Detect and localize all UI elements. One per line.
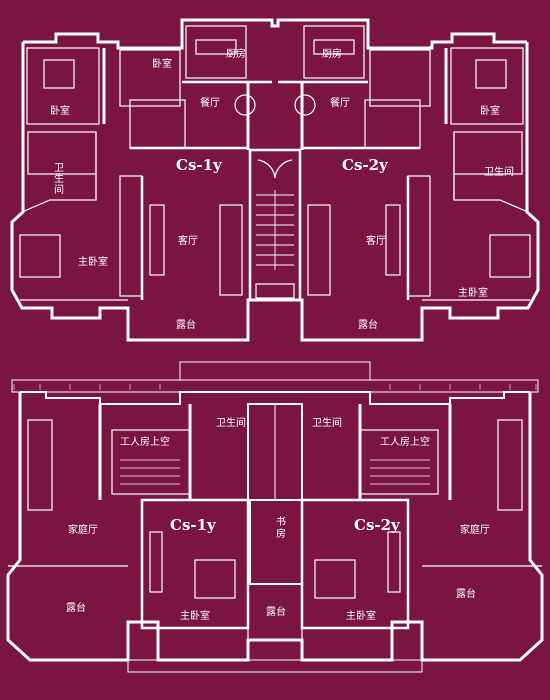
room-master-lower-right: 主卧室 [346, 611, 376, 622]
room-living-upper-right: 客厅 [366, 236, 386, 247]
room-family-lower-left: 家庭厅 [68, 525, 98, 536]
room-master-upper-left: 主卧室 [78, 257, 108, 268]
room-kitchen-upper-left: 厨房 [226, 49, 246, 60]
room-void-lower-left: 工人房上空 [120, 437, 170, 448]
room-master-lower-left: 主卧室 [180, 611, 210, 622]
room-terrace-lower-right: 露台 [456, 589, 476, 600]
room-terrace-lower-center: 露台 [266, 607, 286, 618]
room-family-lower-right: 家庭厅 [460, 525, 490, 536]
room-bedroom-upper-left: 卧室 [50, 106, 70, 117]
room-bathroom-lower-right: 卫生间 [312, 418, 342, 429]
room-terrace-upper-right: 露台 [358, 320, 378, 331]
room-bathroom-lower-left: 卫生间 [216, 418, 246, 429]
room-master-upper-right: 主卧室 [458, 288, 488, 299]
upper-unit-label-right: Cs-2y [342, 156, 388, 174]
lower-unit-label-right: Cs-2y [354, 516, 400, 534]
room-dining-upper-left: 餐厅 [200, 98, 220, 109]
room-bedroom-upper-right: 卧室 [480, 106, 500, 117]
room-bathroom-upper-right: 卫生间 [484, 167, 514, 178]
room-dining-upper-right: 餐厅 [330, 98, 350, 109]
room-terrace-upper-left: 露台 [176, 320, 196, 331]
room-void-lower-right: 工人房上空 [380, 437, 430, 448]
upper-unit-label-left: Cs-1y [176, 156, 222, 174]
lower-unit-label-left: Cs-1y [170, 516, 216, 534]
upper-floor-walls [10, 18, 540, 342]
lower-floor-walls [6, 361, 544, 673]
room-bathroom-upper-left: 卫生间 [54, 163, 64, 196]
room-bedroom-small-upper-left: 卧室 [152, 59, 172, 70]
room-study-lower: 书 房 [276, 517, 286, 540]
room-living-upper-left: 客厅 [178, 236, 198, 247]
room-terrace-lower-left: 露台 [66, 603, 86, 614]
room-kitchen-upper-right: 厨房 [322, 49, 342, 60]
